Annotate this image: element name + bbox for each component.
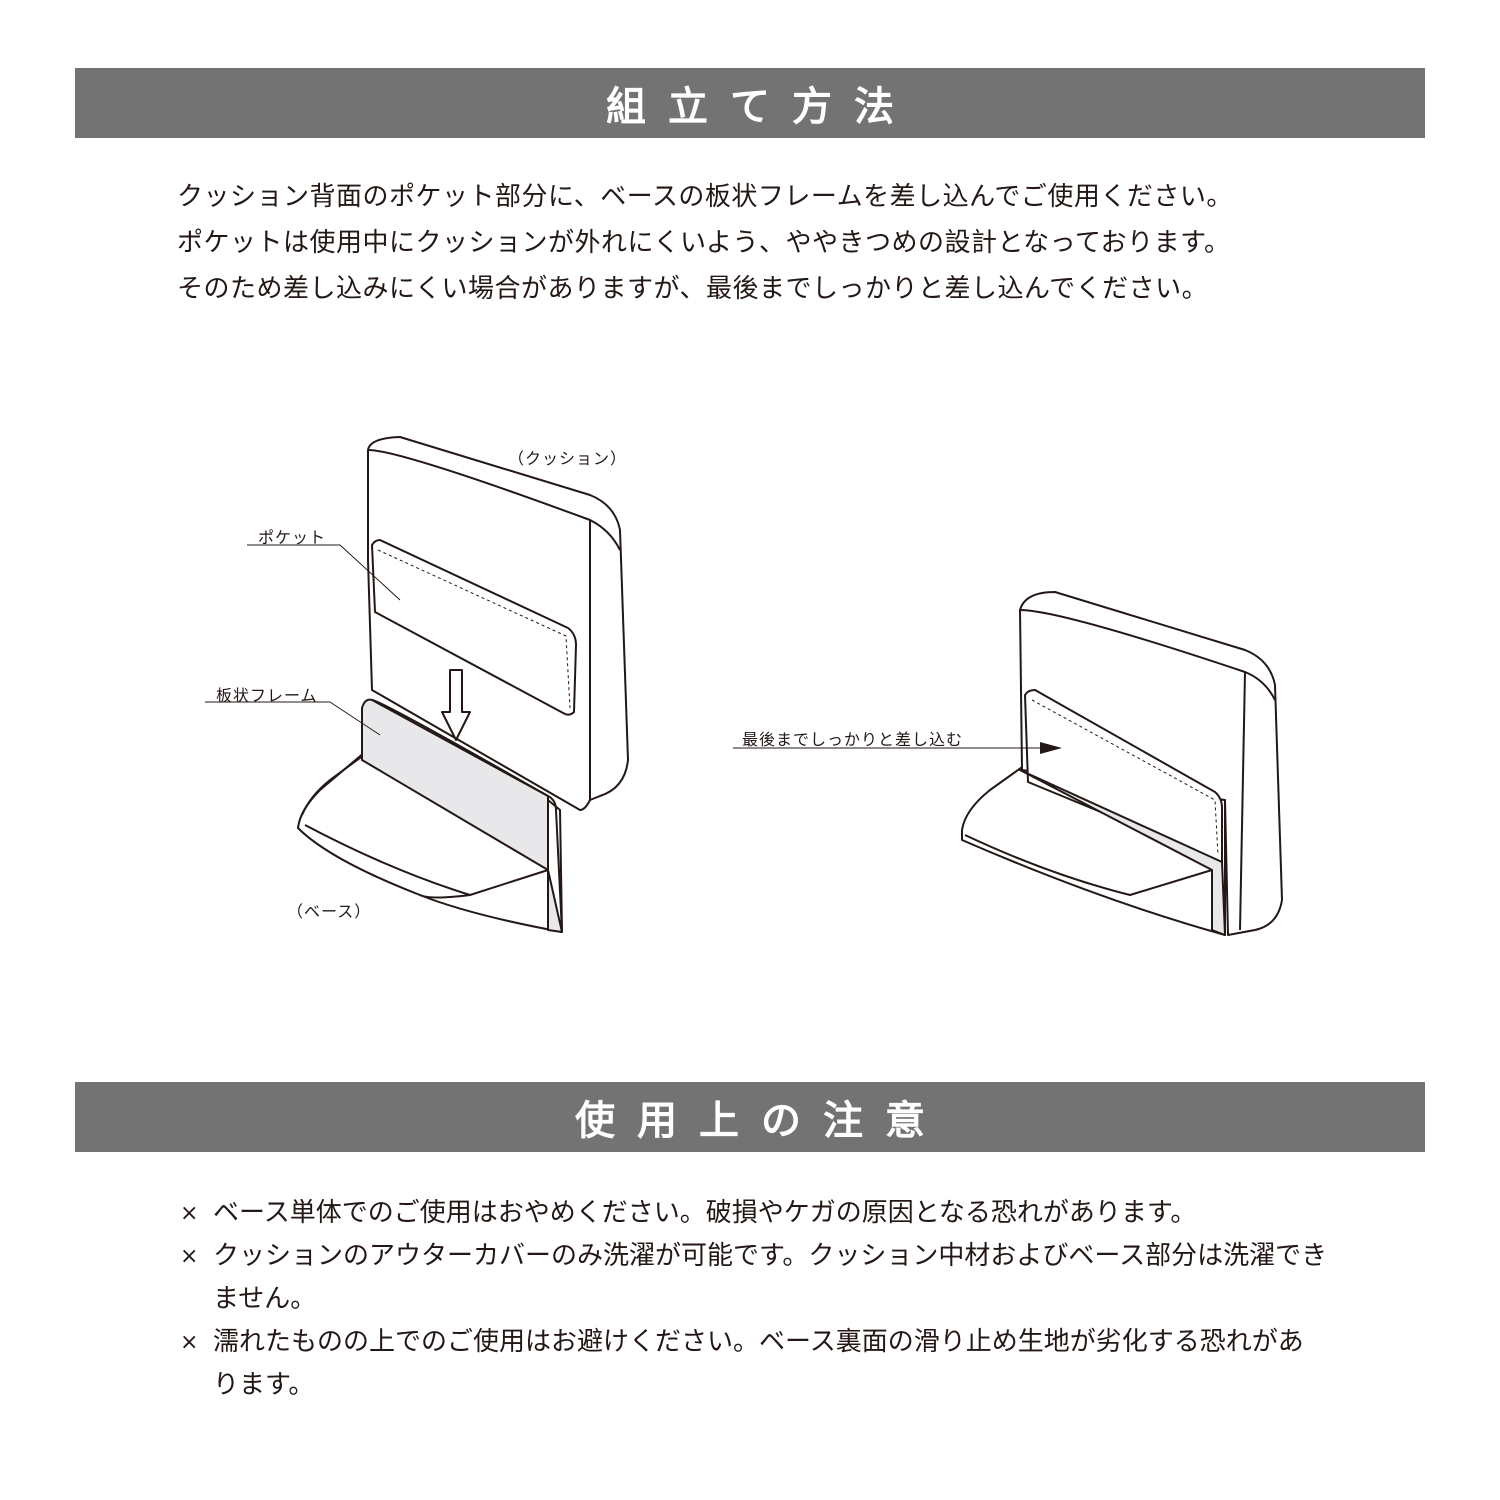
label-pocket: ポケット [258,528,327,547]
caution-text: 濡れたものの上でのご使用はお避けください。ベース裏面の滑り止め生地が劣化する恐れ… [213,1327,1304,1400]
instruction-line: ポケットは使用中にクッションが外れにくいよう、ややきつめの設計となっております。 [177,228,1231,258]
cross-icon: × [180,1201,199,1226]
caution-item: × ベース単体でのご使用はおやめください。破損やケガの原因となる恐れがあります。 [180,1192,1328,1235]
frame-panel [361,698,549,871]
down-arrow-icon [441,669,471,741]
instruction-line: そのため差し込みにくい場合がありますが、最後までしっかりと差し込んでください。 [177,274,1209,304]
cross-icon: × [180,1244,199,1269]
insert-arrow-icon [1040,742,1062,754]
caution-item: × 濡れたものの上でのご使用はお避けください。ベース裏面の滑り止め生地が劣化する恐… [180,1321,1328,1407]
cushion-illustration [367,436,629,811]
caution-header: 使用上の注意 [75,1082,1425,1152]
assembled-illustration [961,591,1283,936]
label-insert: 最後までしっかりと差し込む [742,730,964,749]
caution-item: × クッションのアウターカバーのみ洗濯が可能です。クッション中材およびベース部分は… [180,1235,1328,1321]
label-cushion: （クッション） [508,449,628,468]
caution-text: ベース単体でのご使用はおやめください。破損やケガの原因となる恐れがあります。 [213,1198,1197,1228]
caution-list: ×ベース単体でのご使用はおやめください。破損やケガの原因となる恐れがあります。 … [180,1192,1328,1407]
assembly-title: 組立て方法 [606,84,916,130]
cross-icon: × [180,1330,199,1355]
pocket [371,539,577,716]
assembly-instructions: クッション背面のポケット部分に、ベースの板状フレームを差し込んでご使用ください。… [177,174,1233,312]
caution-title: 使用上の注意 [575,1098,947,1144]
label-frame: 板状フレーム [216,686,318,705]
label-base: （ベース） [287,902,372,921]
caution-text: クッションのアウターカバーのみ洗濯が可能です。クッション中材およびベース部分は洗… [213,1241,1328,1314]
instruction-line: クッション背面のポケット部分に、ベースの板状フレームを差し込んでご使用ください。 [177,182,1233,212]
assembly-header: 組立て方法 [75,68,1425,138]
